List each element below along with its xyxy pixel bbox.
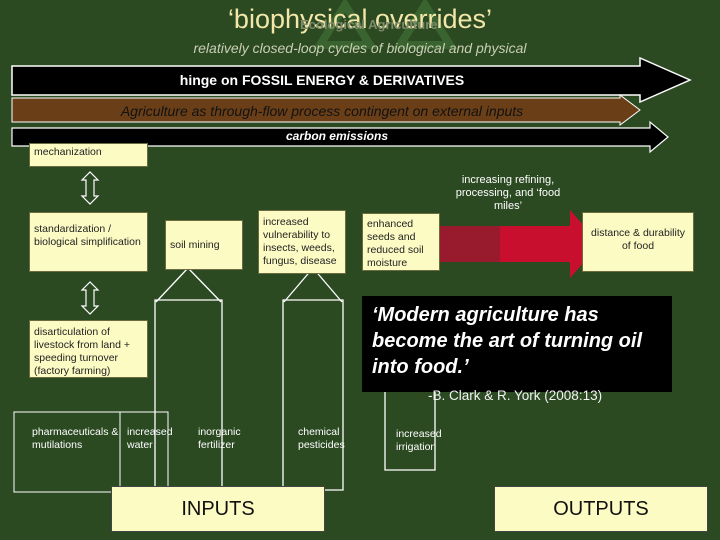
- outputs-box: OUTPUTS: [494, 486, 708, 532]
- quote-citation: -B. Clark & R. York (2008:13): [428, 388, 603, 403]
- input-box-pharma: [13, 411, 121, 493]
- agriculture-arrow: [11, 94, 641, 126]
- agriculture-banner-text: Agriculture as through-flow process cont…: [120, 103, 524, 119]
- inputs-box: INPUTS: [111, 486, 325, 532]
- refining-label: increasing refining, processing, and ‘fo…: [455, 174, 561, 212]
- up-arrow-fertilizer: [154, 267, 223, 489]
- pharma-label: pharmaceuticals & mutilations: [32, 426, 119, 451]
- recycle-icon: [312, 0, 458, 49]
- double-arrow-2: [80, 281, 100, 315]
- subtitle: relatively closed-loop cycles of biologi…: [193, 40, 527, 56]
- modern-agriculture-quote: ‘Modern agriculture has become the art o…: [362, 296, 672, 392]
- fertilizer-label: inorganic fertilizer: [198, 426, 241, 451]
- distance-box: distance & durability of food: [582, 212, 694, 272]
- refining-arrow: [430, 210, 600, 278]
- mechanization-box: mechanization: [29, 143, 148, 167]
- pesticides-label: chemical pesticides: [298, 426, 345, 451]
- water-label: increased water: [127, 426, 173, 451]
- ghost-heading: Ecological Agriculture: [300, 17, 438, 32]
- disarticulation-box: disarticulation of livestock from land +…: [29, 320, 148, 378]
- standardization-box: standardization / biological simplificat…: [29, 212, 148, 272]
- soil-mining-box: soil mining: [165, 220, 243, 270]
- fossil-banner-text: hinge on FOSSIL ENERGY & DERIVATIVES: [179, 72, 465, 88]
- slide-title: ‘biophysical overrides’: [227, 4, 493, 34]
- up-arrow-pesticides: [282, 266, 344, 491]
- carbon-banner-text: carbon emissions: [285, 129, 389, 143]
- enhanced-seeds-box: enhanced seeds and reduced soil moisture: [362, 213, 440, 271]
- input-box-water: [119, 411, 169, 493]
- double-arrow-1: [80, 171, 100, 205]
- fossil-arrow: [11, 56, 692, 104]
- irrigation-label: increased irrigation: [396, 428, 442, 453]
- vulnerability-box: increased vulnerability to insects, weed…: [258, 210, 346, 274]
